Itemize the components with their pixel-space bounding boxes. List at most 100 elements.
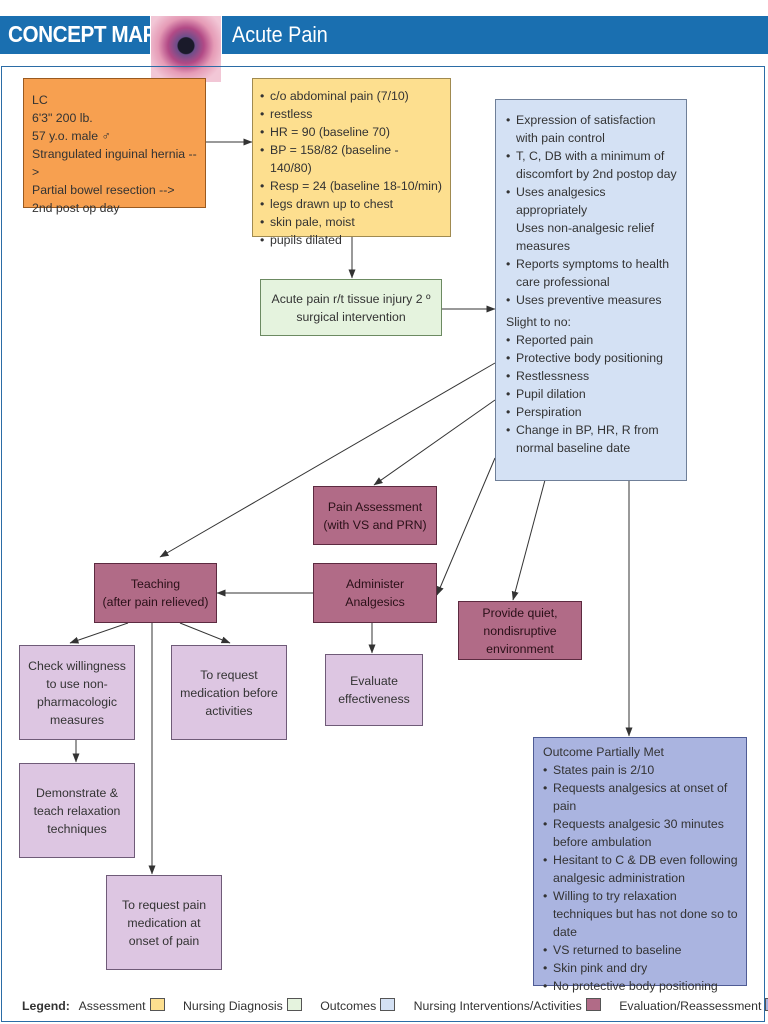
final-outcome-item: Willing to try relaxation techniques but…: [543, 887, 738, 941]
legend-swatch: [585, 998, 601, 1011]
assessment-item: skin pale, moist: [260, 213, 443, 231]
legend-swatch: [765, 998, 768, 1011]
legend-item-evaluation: Evaluation/Reassessment: [619, 998, 768, 1013]
patient-line: 57 y.o. male ♂: [32, 129, 111, 143]
pain-assessment-line: Pain Assessment: [327, 499, 423, 514]
assessment-item: Resp = 24 (baseline 18-10/min): [260, 177, 443, 195]
check-willingness-line: to use non-: [46, 676, 108, 691]
legend-title: Legend:: [22, 999, 70, 1013]
assessment-box: c/o abdominal pain (7/10) restless HR = …: [252, 78, 451, 249]
outcome-item: Restlessness: [506, 367, 677, 385]
legend-item-nursing-diagnosis: Nursing Diagnosis: [182, 998, 314, 1013]
outcome-item: Protective body positioning: [506, 349, 677, 367]
final-outcome-item: Skin pink and dry: [543, 959, 738, 977]
header-image: [150, 15, 222, 83]
evaluate-effectiveness-box: Evaluate effectiveness: [325, 654, 423, 726]
final-outcome-item: VS returned to baseline: [543, 941, 738, 959]
evaluate-line: Evaluate: [350, 674, 398, 688]
legend-label: Nursing Interventions/Activities: [413, 999, 582, 1013]
diagram-frame: [1, 66, 765, 1022]
legend-swatch: [149, 998, 165, 1011]
demonstrate-line: Demonstrate &: [35, 785, 118, 800]
request-onset-line: To request pain: [121, 897, 207, 912]
topic-title: Acute Pain: [232, 22, 328, 47]
final-outcome-item: No protective body positioning: [543, 977, 738, 995]
outcome-item: Pupil dilation: [506, 385, 677, 403]
outcome-subheading: Slight to no:: [506, 315, 571, 329]
check-willingness-line: pharmacologic: [37, 694, 117, 709]
patient-line: 6'3" 200 lb.: [32, 111, 93, 125]
legend-swatch: [380, 998, 396, 1011]
administer-line: Administer: [345, 577, 405, 591]
outcomes-box: Expression of satisfaction with pain con…: [495, 99, 687, 481]
check-willingness-line: measures: [50, 712, 104, 727]
patient-line: LC: [32, 93, 48, 107]
quiet-env-line: nondisruptive: [483, 623, 557, 638]
outcome-item: Expression of satisfaction with pain con…: [506, 111, 677, 147]
legend-label: Nursing Diagnosis: [182, 999, 283, 1013]
patient-info-box: LC 6'3" 200 lb. 57 y.o. male ♂ Strangula…: [23, 78, 206, 215]
final-outcome-item: Requests analgesic 30 minutes before amb…: [543, 815, 738, 851]
final-outcome-heading: Outcome Partially Met: [543, 745, 664, 759]
teaching-box: Teaching (after pain relieved): [94, 563, 217, 623]
patient-line: 2nd post op day: [32, 201, 120, 215]
request-onset-line: onset of pain: [128, 933, 200, 948]
legend-label: Assessment: [78, 999, 146, 1013]
administer-line: Analgesics: [345, 595, 405, 609]
legend-swatch: [286, 998, 302, 1011]
check-willingness-line: Check willingness: [28, 658, 126, 673]
concept-map-title: CONCEPT MAP: [8, 21, 157, 47]
evaluate-line: effectiveness: [338, 692, 410, 706]
quiet-env-line: environment: [486, 641, 554, 656]
assessment-item: BP = 158/82 (baseline - 140/80): [260, 141, 443, 177]
legend-item-interventions: Nursing Interventions/Activities: [413, 998, 614, 1013]
arrow-teaching-to-request-before: [179, 622, 231, 644]
outcome-item: Reported pain: [506, 331, 677, 349]
demonstrate-relaxation-box: Demonstrate & teach relaxation technique…: [19, 763, 135, 858]
arrow-outcomes-to-pain-assessment: [373, 399, 496, 486]
outcome-item: Uses preventive measures: [506, 291, 677, 309]
assessment-item: HR = 90 (baseline 70): [260, 123, 443, 141]
quiet-environment-box: Provide quiet, nondisruptive environment: [458, 601, 582, 660]
patient-line: Partial bowel resection -->: [32, 183, 175, 197]
final-outcome-item: Hesitant to C & DB even following analge…: [543, 851, 738, 887]
arrow-outcomes-to-quiet-env: [511, 479, 546, 601]
final-outcome-item: States pain is 2/10: [543, 761, 738, 779]
assessment-item: legs drawn up to chest: [260, 195, 443, 213]
pain-assessment-line: (with VS and PRN): [323, 517, 427, 532]
diagnosis-line: Acute pain r/t tissue injury 2 º: [271, 291, 431, 306]
nursing-diagnosis-box: Acute pain r/t tissue injury 2 º surgica…: [260, 279, 442, 336]
teaching-line: (after pain relieved): [102, 595, 209, 609]
request-before-line: To request: [200, 667, 258, 682]
check-willingness-box: Check willingness to use non- pharmacolo…: [19, 645, 135, 740]
outcome-item: Uses non-analgesic relief measures: [516, 221, 655, 253]
demonstrate-line: techniques: [47, 821, 107, 836]
final-outcome-box: Outcome Partially Met States pain is 2/1…: [533, 737, 747, 995]
outcome-item: Reports symptoms to health care professi…: [506, 255, 677, 291]
outcome-item: Change in BP, HR, R from normal baseline…: [506, 421, 677, 457]
assessment-item: restless: [260, 105, 443, 123]
arrow-teaching-to-check: [69, 622, 129, 644]
assessment-item: c/o abdominal pain (7/10): [260, 87, 443, 105]
final-outcome-item: Requests analgesics at onset of pain: [543, 779, 738, 815]
request-before-line: activities: [205, 703, 253, 718]
header-bar: CONCEPT MAP Acute Pain: [0, 15, 768, 83]
pain-assessment-box: Pain Assessment (with VS and PRN): [313, 486, 437, 545]
request-at-onset-box: To request pain medication at onset of p…: [106, 875, 222, 970]
teaching-line: Teaching: [130, 577, 181, 591]
demonstrate-line: teach relaxation: [33, 803, 121, 818]
administer-analgesics-box: Administer Analgesics: [313, 563, 437, 623]
legend: Legend: Assessment Nursing Diagnosis Out…: [22, 998, 768, 1013]
arrow-outcomes-to-teaching: [159, 362, 496, 558]
legend-item-outcomes: Outcomes: [320, 998, 407, 1013]
arrow-outcomes-to-administer: [436, 457, 496, 596]
outcome-item: Uses analgesics appropriately: [506, 183, 677, 219]
legend-label: Evaluation/Reassessment: [619, 999, 762, 1013]
request-onset-line: medication at: [127, 915, 201, 930]
legend-label: Outcomes: [320, 999, 377, 1013]
request-before-activities-box: To request medication before activities: [171, 645, 287, 740]
assessment-item: pupils dilated: [260, 231, 443, 249]
diagnosis-line: surgical intervention: [296, 309, 406, 324]
patient-line: Strangulated inguinal hernia -->: [32, 147, 197, 179]
